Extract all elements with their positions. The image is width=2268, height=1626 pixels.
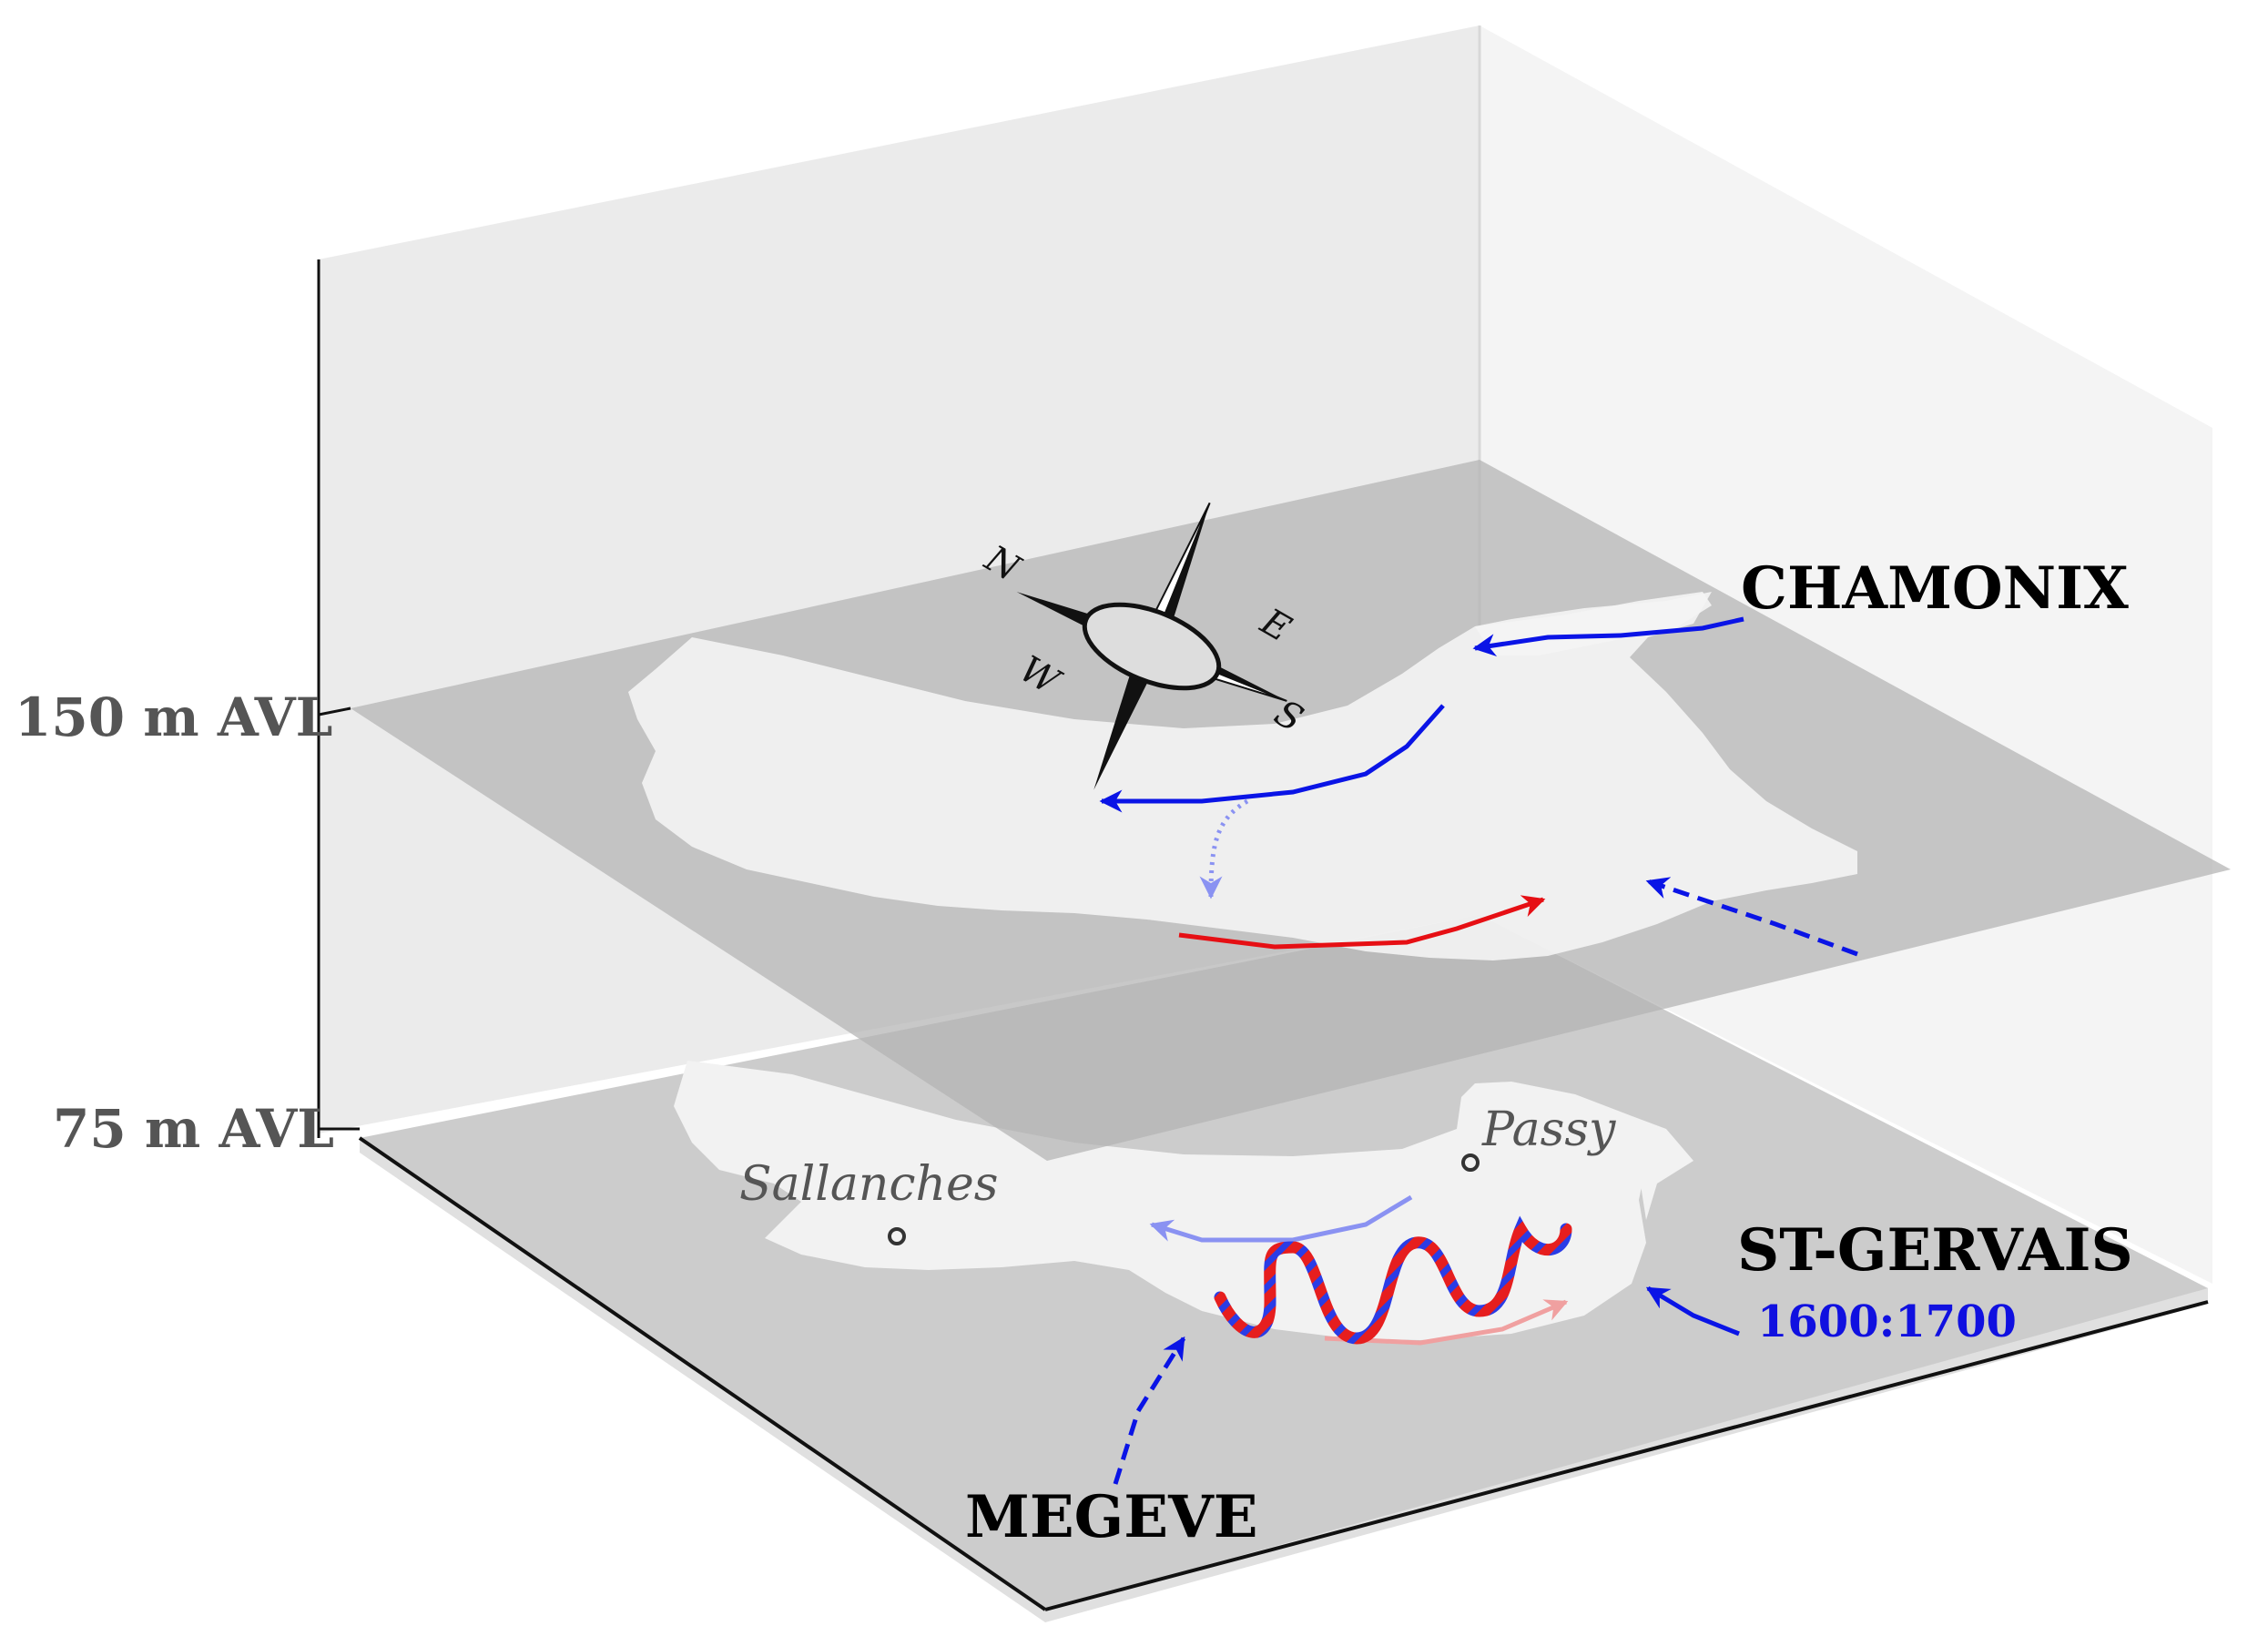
inflow-wind-arrow-east: [1645, 877, 1858, 957]
lower-valley-floor: [674, 1061, 1648, 1340]
level-label-lower: 75 m AVL: [53, 1098, 334, 1160]
inflow-wind-arrow-megeve: [1113, 1336, 1186, 1485]
downvalley-wind-arrow-lower: [1149, 1194, 1413, 1243]
place-label-passy: Passy: [1481, 1103, 1616, 1157]
inflow-wind-arrow-st-gervais: [1645, 1286, 1740, 1336]
sallanches-marker: [888, 1227, 906, 1245]
helix-turbulence-icon: [1214, 1215, 1572, 1345]
sinking-wind-arrow: [1199, 798, 1249, 899]
place-markers: Sallanches Passy: [739, 1103, 1616, 1245]
level-label-upper: 150 m AVL: [15, 686, 332, 748]
upper-valley-floor: [628, 592, 1857, 960]
town-label-st-gervais: ST-GERVAIS: [1737, 1216, 2133, 1285]
upper-wind-arrows: [1099, 616, 1858, 957]
upvalley-wind-arrow-upper: [1178, 895, 1546, 950]
lower-wind-arrows: [1113, 1194, 1740, 1485]
passy-marker: [1461, 1153, 1480, 1172]
town-label-chamonix: CHAMONIX: [1741, 554, 2129, 623]
time-label: 1600:1700: [1757, 1296, 2017, 1347]
compass-rose-icon: [1016, 502, 1287, 790]
town-label-megeve: MEGEVE: [965, 1483, 1258, 1551]
downvalley-wind-arrow-upper-valley: [1099, 704, 1445, 813]
lower-plane: [358, 915, 2209, 1622]
place-label-sallanches: Sallanches: [739, 1157, 998, 1212]
downvalley-wind-arrow-chamonix: [1472, 616, 1744, 657]
upper-plane: [351, 460, 2231, 1161]
town-labels: CHAMONIX ST-GERVAIS MEGEVE 1600:1700: [965, 554, 2133, 1551]
level-axis: 150 m AVL 75 m AVL: [15, 686, 360, 1160]
upvalley-wind-arrow-lower: [1324, 1299, 1569, 1346]
lower-valley-floor-passy-branch: [1630, 1115, 1693, 1220]
